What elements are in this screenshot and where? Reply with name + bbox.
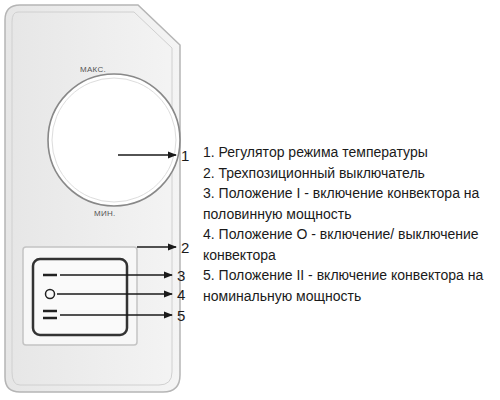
position-two-mark xyxy=(43,310,57,313)
legend-item: 3. Положение I - включение конвектора на… xyxy=(203,183,497,224)
legend-item: 4. Положение О - включение/ выключение к… xyxy=(203,224,497,265)
legend-list: 1. Регулятор режима температуры2. Трехпо… xyxy=(203,142,497,306)
position-one-mark xyxy=(43,274,57,277)
legend-item: 5. Положение II - включение конвектора н… xyxy=(203,265,497,306)
position-zero-mark xyxy=(46,290,55,299)
legend-item: 2. Трехпозиционный выключатель xyxy=(203,163,497,184)
callout-number: 2 xyxy=(181,240,189,255)
knob-rim xyxy=(52,78,176,202)
leader-arrow xyxy=(60,274,172,275)
leader-arrow xyxy=(60,314,172,315)
switch-frame xyxy=(23,247,137,345)
scale-min-label: МИН. xyxy=(94,210,116,218)
leader-arrow xyxy=(137,246,176,247)
panel-housing xyxy=(5,5,180,392)
callout-number: 5 xyxy=(177,308,185,323)
callout-number: 1 xyxy=(181,148,189,163)
legend-item: 1. Регулятор режима температуры xyxy=(203,142,497,163)
leader-arrow xyxy=(57,293,172,294)
scale-max-label: МАКС. xyxy=(80,66,106,74)
callout-number: 3 xyxy=(177,268,185,283)
switch-rocker xyxy=(33,259,127,335)
position-two-mark xyxy=(43,317,57,320)
leader-arrow xyxy=(118,154,176,155)
callout-number: 4 xyxy=(177,287,185,302)
temperature-knob xyxy=(48,74,180,206)
